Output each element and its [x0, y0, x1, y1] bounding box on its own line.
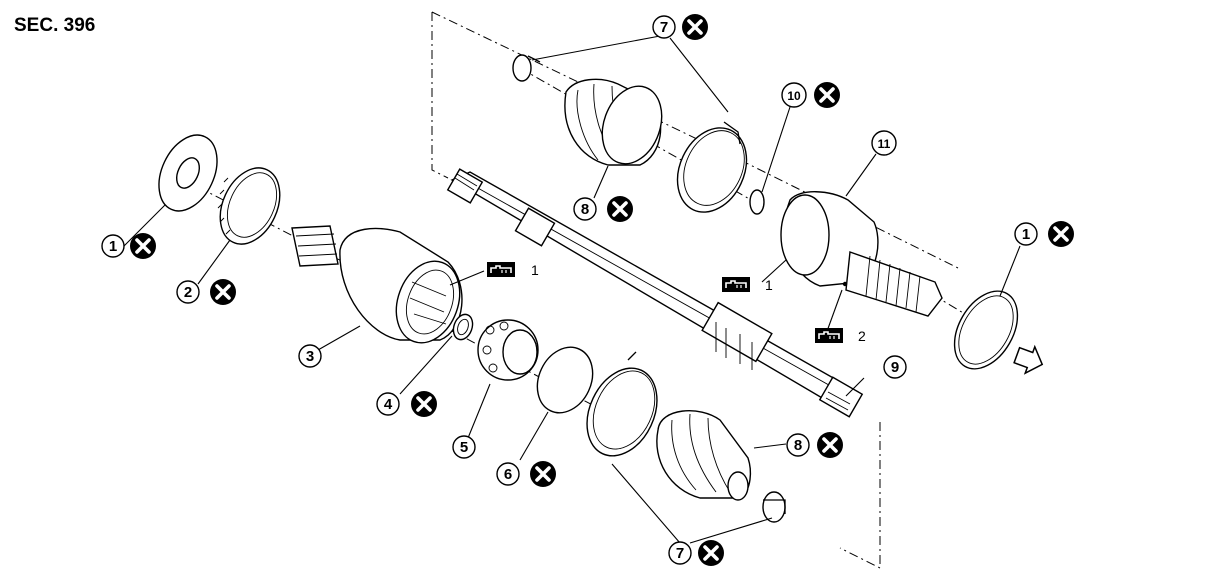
- grease-mark-1-joint: 1: [486, 261, 539, 278]
- grease-mark-2: 2: [814, 327, 866, 344]
- callout-8-bottom: 8: [786, 430, 845, 460]
- callout-4: 4: [376, 389, 439, 419]
- part-ring-2: [217, 167, 281, 245]
- callout-8-top: 8: [573, 194, 635, 224]
- section-label: SEC. 396: [14, 15, 95, 36]
- callout-number: 6: [504, 466, 512, 483]
- replace-x-icon: [680, 12, 710, 42]
- replace-x-icon: [605, 194, 635, 224]
- grease-number: 1: [765, 277, 773, 293]
- leader-lines: [123, 35, 1021, 544]
- replace-x-icon: [208, 277, 238, 307]
- grease-icon: [486, 261, 516, 278]
- callout-number: 5: [460, 439, 468, 456]
- grease-number: 1: [531, 262, 539, 278]
- callout-9: 9: [883, 355, 907, 379]
- grease-icon: [814, 327, 844, 344]
- part-spider: [477, 319, 539, 381]
- assembly-frame: [431, 11, 959, 569]
- part-circlip: [749, 189, 765, 215]
- vehicle-front-arrow-icon: [1013, 344, 1044, 375]
- callout-2: 2: [176, 277, 238, 307]
- replace-x-icon: [696, 538, 726, 568]
- grease-number: 2: [858, 328, 866, 344]
- part-snap-ring: [452, 313, 474, 341]
- callout-1-right: 1: [1014, 219, 1076, 249]
- part-seal-ring-right: [953, 290, 1019, 370]
- part-boot-bottom: [656, 410, 752, 501]
- callout-number: 1: [1022, 226, 1030, 243]
- grease-mark-1-outer: 1: [721, 276, 773, 293]
- callout-number: 4: [384, 396, 393, 413]
- callout-number: 8: [794, 437, 802, 454]
- callout-number: 10: [787, 89, 801, 103]
- callout-10: 10: [781, 80, 842, 110]
- callout-number: 11: [878, 137, 891, 151]
- callout-number: 7: [660, 19, 668, 36]
- part-band-top: [676, 121, 748, 213]
- part-disc: [536, 346, 594, 414]
- replace-x-icon: [528, 459, 558, 489]
- callout-11: 11: [871, 130, 897, 156]
- callout-number: 9: [891, 359, 899, 376]
- part-small-band-bottom: [762, 491, 786, 523]
- part-main-shaft: [446, 168, 864, 418]
- part-joint-housing: [291, 225, 463, 344]
- replace-x-icon: [812, 80, 842, 110]
- part-small-band-top: [512, 54, 541, 82]
- replace-x-icon: [1046, 219, 1076, 249]
- callout-7-bottom: 7: [668, 538, 726, 568]
- part-outer-joint: [780, 191, 943, 317]
- callout-number: 2: [184, 284, 192, 301]
- part-band-bottom: [586, 351, 658, 457]
- callout-number: 7: [676, 545, 684, 562]
- callout-3: 3: [298, 344, 322, 368]
- grease-icon: [721, 276, 751, 293]
- callout-number: 8: [581, 201, 589, 218]
- part-washer-left: [158, 134, 218, 212]
- replace-x-icon: [815, 430, 845, 460]
- callout-number: 3: [306, 348, 314, 365]
- part-boot-top: [564, 78, 663, 166]
- callout-number: 1: [109, 238, 117, 255]
- callout-5: 5: [452, 435, 476, 459]
- callout-6: 6: [496, 459, 558, 489]
- replace-x-icon: [128, 231, 158, 261]
- replace-x-icon: [409, 389, 439, 419]
- callout-1-left: 1: [101, 231, 158, 261]
- callout-7-top: 7: [652, 12, 710, 42]
